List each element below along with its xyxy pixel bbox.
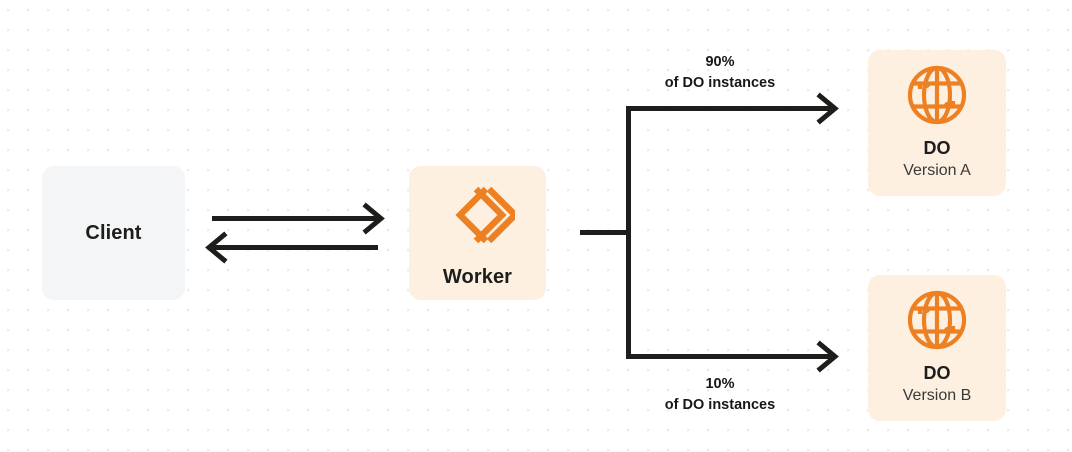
chevron-right-icon [816, 340, 839, 373]
edge-worker-to-do-b [626, 340, 839, 373]
edge-worker-to-client [205, 231, 378, 264]
chevron-right-icon [362, 202, 385, 235]
chevron-right-icon [816, 92, 839, 125]
globe-icon [906, 289, 968, 351]
chevron-left-icon [205, 231, 228, 264]
node-do-version-a[interactable]: DO Version A [868, 50, 1006, 196]
edge-label-do-b: 10% of DO instances [625, 374, 815, 416]
edge-worker-to-do-a [626, 92, 839, 125]
node-client-label: Client [85, 222, 142, 244]
cloudflare-workers-icon [441, 178, 520, 252]
node-worker[interactable]: Worker [409, 166, 546, 300]
edge-worker-split [580, 106, 631, 359]
node-do-b-sublabel: Version B [902, 386, 972, 404]
node-worker-label: Worker [442, 266, 513, 288]
node-do-a-label: DO [923, 138, 951, 159]
globe-icon [906, 64, 968, 126]
node-do-version-b[interactable]: DO Version B [868, 275, 1006, 421]
node-client[interactable]: Client [42, 166, 185, 300]
node-do-a-sublabel: Version A [903, 161, 971, 179]
edge-label-do-a: 90% of DO instances [625, 52, 815, 94]
edge-label-do-a-description: of DO instances [664, 75, 776, 92]
edge-label-do-b-percent: 10% [705, 376, 735, 392]
edge-client-to-worker [212, 202, 385, 235]
edge-label-do-b-description: of DO instances [664, 397, 776, 414]
node-do-b-label: DO [923, 363, 951, 384]
edge-label-do-a-percent: 90% [705, 54, 735, 70]
